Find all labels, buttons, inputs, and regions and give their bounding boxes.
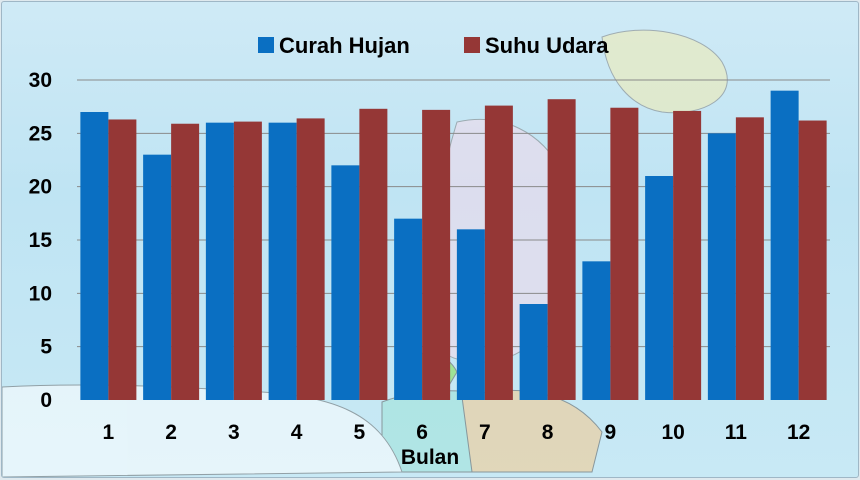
bar-suhu-udara-3	[233, 121, 262, 400]
y-tick-20: 20	[29, 176, 52, 199]
bar-curah-hujan-10	[645, 176, 674, 400]
bar-curah-hujan-6	[394, 218, 423, 400]
bar-curah-hujan-9	[582, 261, 611, 400]
x-tick-12: 12	[787, 421, 810, 444]
y-tick-25: 25	[29, 122, 53, 145]
bar-suhu-udara-11	[735, 117, 764, 400]
bar-suhu-udara-2	[171, 123, 200, 400]
x-tick-4: 4	[291, 421, 303, 444]
bar-suhu-udara-8	[547, 99, 576, 400]
x-tick-5: 5	[354, 421, 366, 444]
x-tick-11: 11	[725, 421, 748, 444]
x-tick-9: 9	[605, 421, 617, 444]
y-tick-0: 0	[40, 389, 52, 412]
bar-suhu-udara-6	[422, 109, 451, 400]
bar-curah-hujan-11	[707, 133, 736, 401]
legend-swatch-curah-hujan	[258, 37, 274, 53]
x-tick-7: 7	[479, 421, 491, 444]
y-tick-15: 15	[29, 229, 53, 252]
bar-curah-hujan-7	[456, 229, 485, 400]
bar-suhu-udara-9	[610, 107, 639, 400]
x-tick-8: 8	[542, 421, 554, 444]
bar-suhu-udara-5	[359, 108, 388, 401]
bar-curah-hujan-2	[143, 154, 172, 400]
bar-curah-hujan-5	[331, 165, 360, 400]
bar-curah-hujan-4	[268, 122, 297, 401]
y-gridlines	[77, 79, 830, 348]
x-axis-title: Bulan	[401, 446, 459, 469]
y-tick-5: 5	[40, 336, 52, 359]
bar-suhu-udara-1	[108, 119, 137, 400]
bar-curah-hujan-1	[80, 112, 109, 400]
x-tick-6: 6	[416, 421, 428, 444]
x-tick-3: 3	[228, 421, 240, 444]
bar-suhu-udara-4	[296, 118, 325, 401]
bar-suhu-udara-7	[484, 105, 513, 400]
legend: Curah Hujan Suhu Udara	[258, 33, 609, 58]
y-tick-labels: 0 5 10 15 20 25 30	[29, 69, 53, 412]
legend-swatch-suhu-udara	[464, 37, 480, 53]
bars-group	[80, 90, 827, 401]
bar-curah-hujan-12	[770, 90, 799, 401]
bar-suhu-udara-10	[673, 110, 702, 400]
x-tick-2: 2	[165, 421, 177, 444]
legend-label-curah-hujan: Curah Hujan	[279, 33, 410, 58]
legend-label-suhu-udara: Suhu Udara	[485, 33, 609, 58]
bar-curah-hujan-8	[519, 304, 548, 400]
y-tick-30: 30	[29, 69, 52, 92]
y-tick-10: 10	[29, 282, 52, 305]
bar-suhu-udara-12	[798, 120, 827, 401]
x-tick-1: 1	[103, 421, 115, 444]
x-tick-10: 10	[661, 421, 684, 444]
bar-curah-hujan-3	[205, 122, 234, 401]
